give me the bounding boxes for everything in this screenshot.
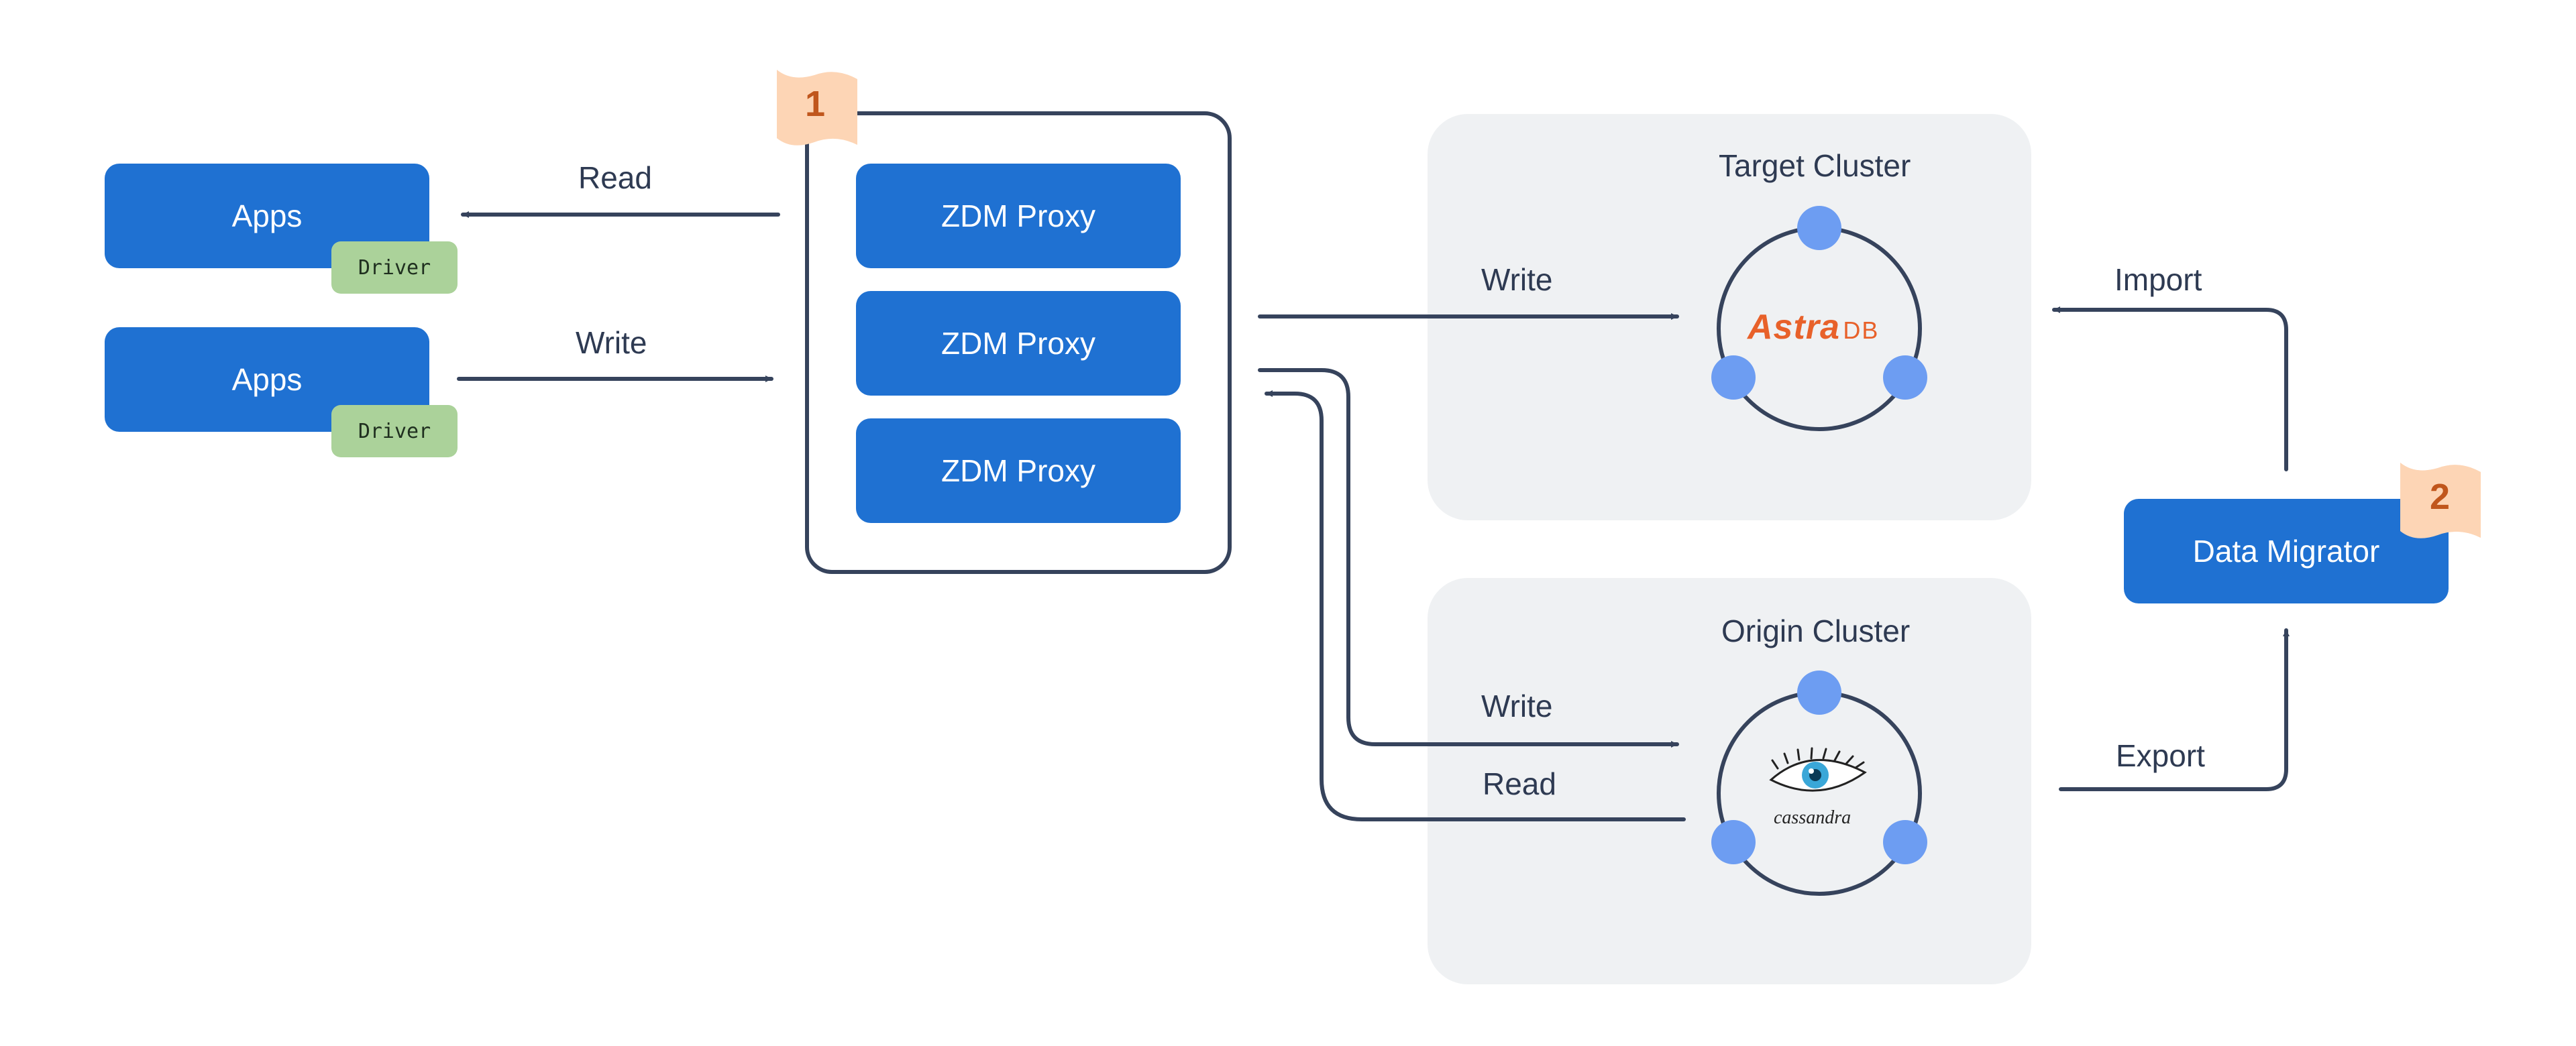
zdm-proxy-label: ZDM Proxy [941,198,1095,233]
badge-number-2-front: 2 [2430,477,2451,517]
astra-logo-main: Astra [1748,308,1840,347]
flag-badge-icon [777,70,857,146]
zdm-proxy-label: ZDM Proxy [941,453,1095,488]
origin-write-label: Write [1481,689,1553,723]
origin-cluster-title: Origin Cluster [1721,614,1911,648]
cassandra-logo-text: cassandra [1774,807,1851,828]
cassandra-eye-icon [1769,747,1867,792]
apps-write-label: Write [576,325,647,360]
origin-read-arrow [1265,390,1686,821]
import-label: Import [2114,262,2202,297]
badge-number-1: 1 [805,84,826,124]
origin-node-top [1797,671,1841,715]
target-write-label: Write [1481,262,1553,297]
proxy-group [805,111,1232,574]
zdm-proxy-3: ZDM Proxy [856,418,1181,523]
target-cluster-title: Target Cluster [1719,148,1911,183]
import-arrow [2052,306,2288,471]
origin-node-left [1711,820,1756,864]
apps-label: Apps [231,362,303,397]
astra-db-logo: Astra DB [1748,307,1879,347]
origin-read-label: Read [1483,766,1556,801]
target-node-top [1797,206,1841,250]
astra-logo-sub: DB [1843,316,1880,344]
origin-cluster-ring [1717,691,1922,896]
zdm-proxy-1: ZDM Proxy [856,164,1181,268]
data-migrator-label: Data Migrator [2192,534,2380,569]
export-arrow [2059,628,2290,791]
target-node-left [1711,355,1756,400]
data-migrator-box: Data Migrator [2124,499,2449,603]
driver-label: Driver [358,255,431,280]
driver-badge-1: Driver [331,241,458,294]
zdm-proxy-2: ZDM Proxy [856,291,1181,396]
origin-node-right [1883,820,1927,864]
export-label: Export [2116,738,2205,773]
apps-read-label: Read [578,160,652,195]
driver-label: Driver [358,419,431,443]
target-node-right [1883,355,1927,400]
origin-cluster-panel [1428,578,2031,984]
zdm-proxy-label: ZDM Proxy [941,326,1095,361]
origin-write-arrow [1258,368,1679,748]
apps-label: Apps [231,198,303,233]
driver-badge-2: Driver [331,405,458,457]
